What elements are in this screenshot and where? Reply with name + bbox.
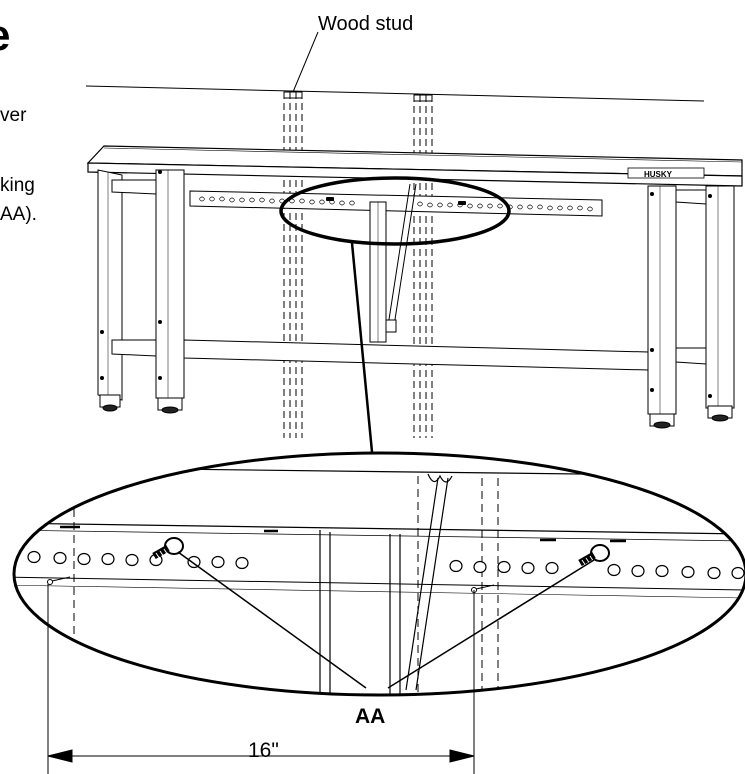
detail-callout-large: [12, 451, 745, 697]
brand-plate: [627, 167, 705, 179]
detail-magnified-view: [14, 453, 745, 695]
detail-leader: [350, 242, 374, 453]
wood-stud-right: [413, 94, 433, 438]
leg-rear-right: [705, 185, 735, 422]
detail-callout-small: [279, 176, 511, 246]
leg-rear-left: [97, 169, 123, 412]
leg-front-right: [647, 185, 677, 429]
center-post: [369, 201, 387, 343]
hardware-aa-label: AA: [355, 705, 386, 728]
brand-plate-text: HUSKY: [644, 170, 673, 179]
workbench-top: [86, 145, 743, 187]
wood-stud-label: Wood stud: [318, 13, 414, 35]
instruction-text-line-2: king: [0, 175, 35, 196]
wood-stud-left: [283, 91, 303, 438]
spacing-dimension-label: 16": [248, 739, 279, 762]
instruction-text-line-1: ver: [0, 105, 27, 126]
right-side-rails: [675, 189, 707, 365]
leg-front-left: [155, 169, 185, 414]
leg-bolts: [100, 170, 712, 398]
lag-screw-right: [578, 544, 610, 567]
bottom-front-rail: [183, 339, 649, 371]
rail-screws: [326, 197, 466, 205]
left-side-rails: [111, 179, 157, 357]
stud-leader-line: [292, 31, 319, 93]
diagonal-brace: [385, 183, 417, 333]
section-heading: e: [0, 14, 10, 58]
instruction-text-line-3: AA).: [0, 204, 37, 225]
lag-screw-left: [152, 537, 184, 560]
aa-leader-lines: [177, 551, 595, 689]
wall-top-line: [85, 85, 705, 102]
rear-rail: [189, 190, 603, 217]
spacing-dimension: [47, 584, 475, 774]
